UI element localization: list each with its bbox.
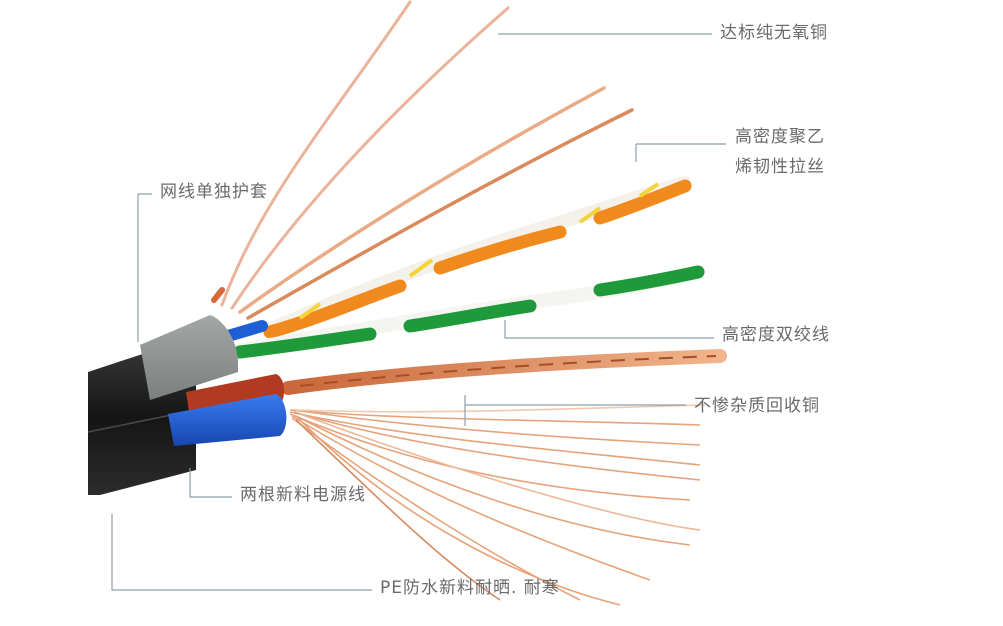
green-twisted-pair <box>233 265 705 359</box>
braided-copper-strand <box>281 349 727 395</box>
orange-twisted-pair <box>263 176 692 339</box>
label-power-wires: 两根新料电源线 <box>240 485 366 505</box>
blue-power-wire <box>168 394 287 446</box>
label-network-jacket: 网线单独护套 <box>160 182 268 202</box>
drain-wires <box>211 0 634 320</box>
blue-network-conductor <box>222 320 268 342</box>
label-oxygen-free-copper: 达标纯无氧铜 <box>720 23 828 43</box>
label-pe-outer-sheath: PE防水新料耐晒. 耐寒 <box>380 578 560 598</box>
label-recycled-copper: 不惨杂质回收铜 <box>694 396 820 416</box>
label-pe-rip-cord-line1: 高密度聚乙 <box>735 127 825 147</box>
leader-lines <box>111 33 726 591</box>
label-pe-rip-cord-line2: 烯韧性拉丝 <box>735 157 825 177</box>
splayed-copper-strands <box>289 404 706 606</box>
label-twisted-pair: 高密度双绞线 <box>722 325 830 345</box>
network-jacket <box>140 315 238 400</box>
